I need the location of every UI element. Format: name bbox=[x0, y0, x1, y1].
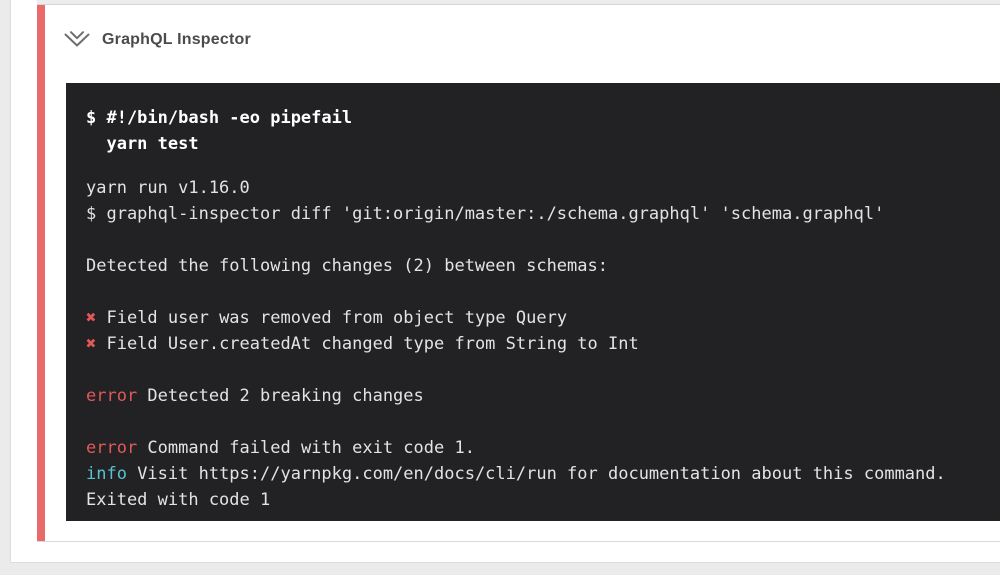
breaking-change-icon: ✖ bbox=[86, 308, 97, 328]
terminal-line: yarn run v1.16.0 bbox=[86, 175, 990, 201]
terminal-line: $ graphql-inspector diff 'git:origin/mas… bbox=[86, 201, 990, 227]
terminal-text: yarn run v1.16.0 bbox=[86, 178, 250, 198]
terminal-text: Detected 2 breaking changes bbox=[137, 386, 424, 406]
collapse-double-chevron-icon[interactable] bbox=[63, 29, 91, 51]
terminal-text: Field User.createdAt changed type from S… bbox=[96, 334, 639, 354]
terminal-text: Detected the following changes (2) betwe… bbox=[86, 256, 608, 276]
terminal-text: Field user was removed from object type … bbox=[96, 308, 568, 328]
terminal-text: Visit https://yarnpkg.com/en/docs/cli/ru… bbox=[126, 464, 946, 484]
terminal-line: Detected the following changes (2) betwe… bbox=[86, 253, 990, 279]
terminal-line: error Command failed with exit code 1. bbox=[86, 435, 990, 461]
terminal-line bbox=[86, 357, 990, 383]
terminal-line: Exited with code 1 bbox=[86, 487, 990, 513]
terminal-text: Exited with code 1 bbox=[86, 490, 271, 510]
step-card-graphql-inspector: GraphQL Inspector $ #!/bin/bash -eo pipe… bbox=[37, 4, 1000, 542]
terminal-text: Command failed with exit code 1. bbox=[137, 438, 475, 458]
terminal-line: ✖ Field user was removed from object typ… bbox=[86, 305, 990, 331]
terminal-line: yarn test bbox=[86, 134, 199, 154]
terminal-line: $ #!/bin/bash -eo pipefail bbox=[86, 108, 353, 128]
step-status-stripe bbox=[37, 5, 45, 541]
previous-step-divider bbox=[37, 0, 1000, 4]
breaking-change-icon: ✖ bbox=[86, 334, 97, 354]
terminal-text: $ graphql-inspector diff 'git:origin/mas… bbox=[86, 204, 885, 224]
terminal-line bbox=[86, 279, 990, 305]
command-block: $ #!/bin/bash -eo pipefail yarn test bbox=[86, 105, 990, 157]
error-label: error bbox=[86, 438, 138, 458]
error-label: error bbox=[86, 386, 138, 406]
terminal-line bbox=[86, 409, 990, 435]
terminal-line: error Detected 2 breaking changes bbox=[86, 383, 990, 409]
terminal-line: info Visit https://yarnpkg.com/en/docs/c… bbox=[86, 461, 990, 487]
terminal-line bbox=[86, 227, 990, 253]
info-label: info bbox=[86, 464, 127, 484]
step-title: GraphQL Inspector bbox=[102, 31, 251, 48]
terminal-line: ✖ Field User.createdAt changed type from… bbox=[86, 331, 990, 357]
output-block: yarn run v1.16.0 $ graphql-inspector diff… bbox=[86, 175, 990, 513]
terminal-output: $ #!/bin/bash -eo pipefail yarn test yar… bbox=[66, 83, 1000, 521]
step-header[interactable]: GraphQL Inspector bbox=[63, 27, 323, 53]
